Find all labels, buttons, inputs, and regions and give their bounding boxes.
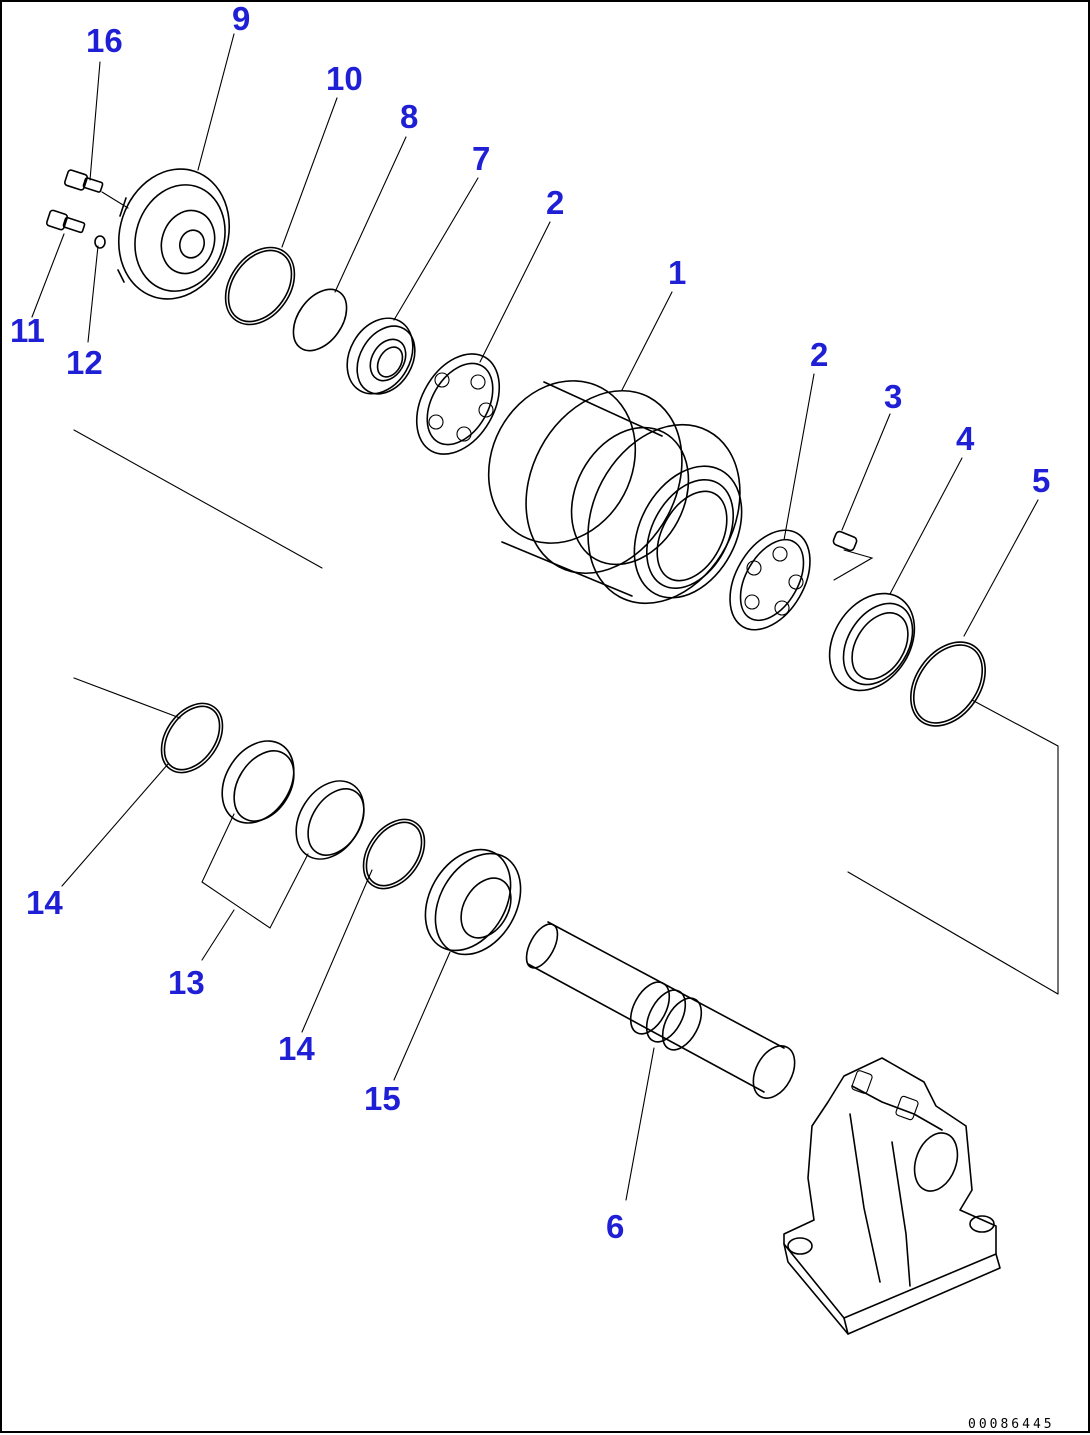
callout-11: 11 [10, 312, 45, 349]
callout-1: 1 [668, 254, 686, 291]
bolt-16-icon [63, 169, 129, 209]
callout-2-upper: 2 [546, 184, 564, 221]
bolt-11-icon [45, 209, 86, 234]
seal-13-pair-icon [221, 740, 365, 860]
callout-5: 5 [1032, 462, 1050, 499]
o-ring-14-left-icon [160, 702, 224, 774]
pin-3-icon [832, 530, 858, 552]
callout-6: 6 [606, 1208, 624, 1245]
seal-7-icon [346, 317, 416, 395]
callout-10: 10 [326, 60, 363, 97]
cover-9-icon [117, 168, 231, 300]
bearing-2-right-icon [729, 529, 811, 631]
collar-15-icon [424, 848, 522, 956]
callout-14-left: 14 [26, 884, 63, 921]
o-ring-5-icon [910, 641, 986, 727]
callout-labels: 16 9 10 8 7 2 1 2 3 4 5 11 12 14 13 14 1… [10, 2, 1050, 1245]
callout-12: 12 [66, 344, 103, 381]
bearing-2-left-icon [415, 353, 501, 455]
seal-4-icon [828, 592, 916, 692]
roller-1-icon [487, 380, 743, 605]
callout-14-right: 14 [278, 1030, 315, 1067]
callout-8: 8 [400, 98, 418, 135]
bracket-icon [783, 1057, 1001, 1335]
drawing-code: 00086445 [968, 1417, 1055, 1432]
washer-12-icon [94, 235, 106, 249]
callout-4: 4 [956, 420, 975, 457]
callout-13: 13 [168, 964, 205, 1001]
shaft-6-icon [525, 921, 796, 1099]
callout-16: 16 [86, 22, 123, 59]
callout-9: 9 [232, 2, 250, 37]
callout-15: 15 [364, 1080, 401, 1117]
callout-3: 3 [884, 378, 902, 415]
plug-8-icon [292, 288, 348, 352]
callout-2-right: 2 [810, 336, 828, 373]
o-ring-14-right-icon [362, 818, 426, 890]
leader-lines [31, 33, 1059, 1201]
callout-7: 7 [472, 140, 490, 177]
o-ring-10-icon [224, 246, 296, 326]
